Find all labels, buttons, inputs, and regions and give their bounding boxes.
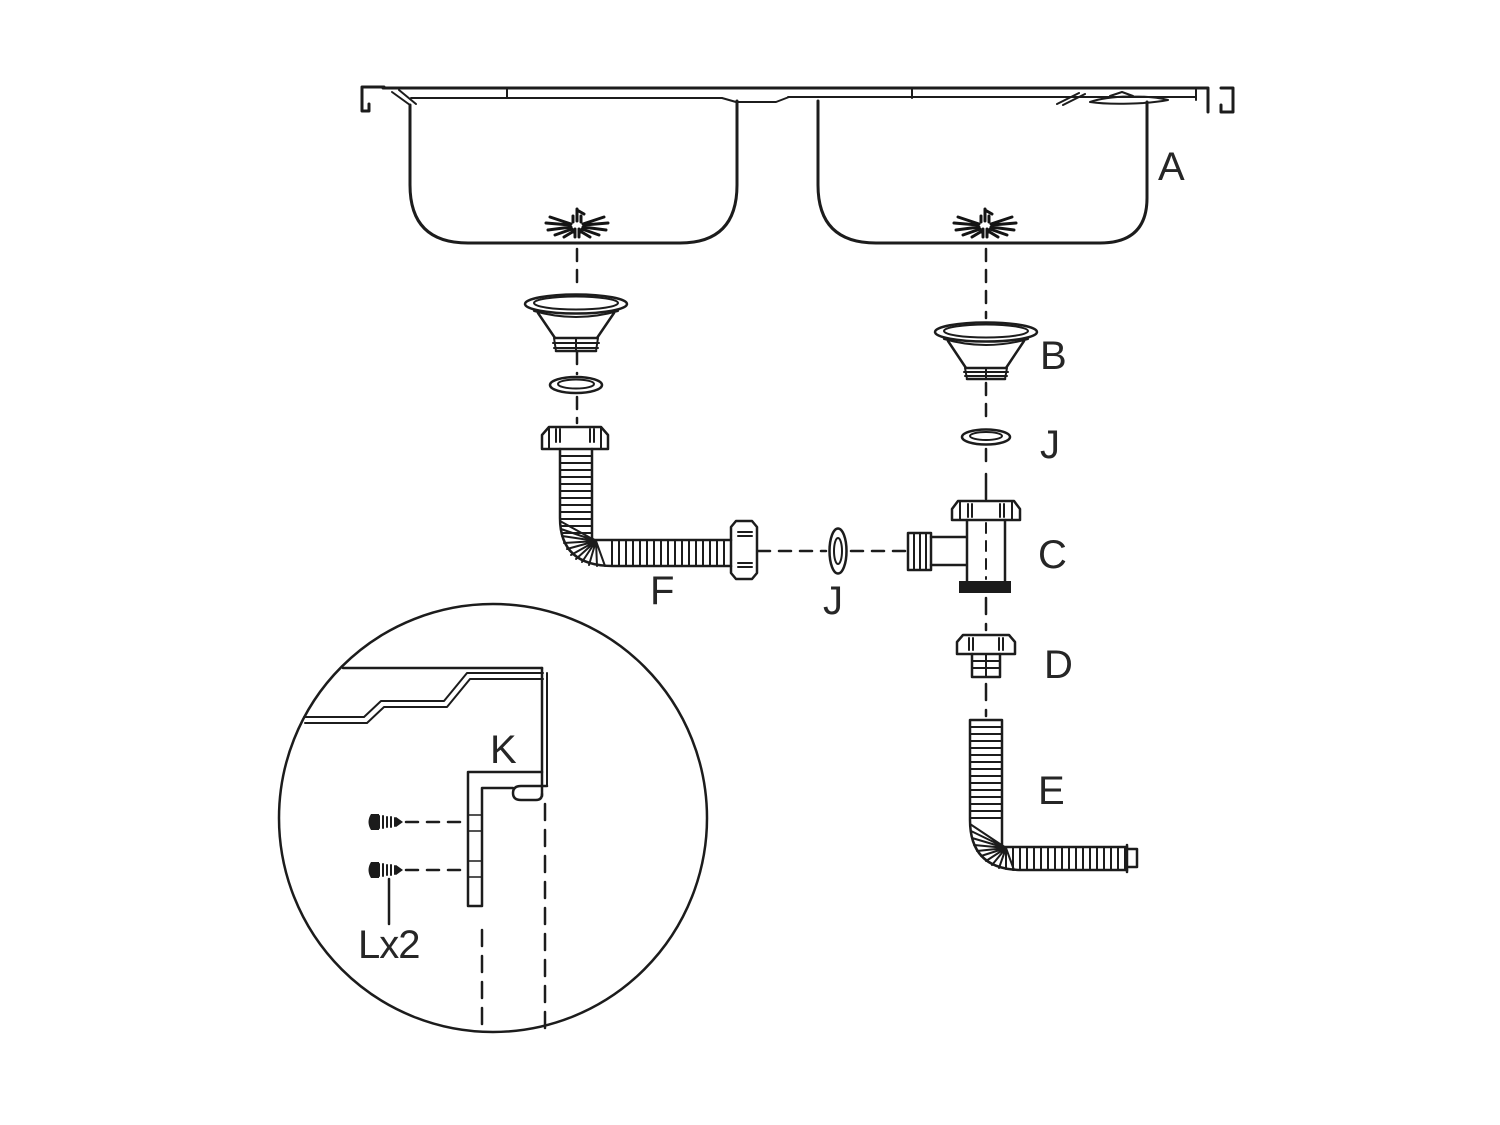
left-mount-hook: [360, 85, 386, 113]
mounting-bracket-k: [466, 770, 544, 908]
corrugation-horizontal: [611, 539, 725, 567]
drain-outlet-icon-left: [544, 207, 610, 239]
base-ridges: [963, 367, 1009, 380]
label-washer-mid: J: [823, 579, 843, 623]
washer-j-right: J: [960, 423, 1060, 467]
rim-top-edge: [381, 86, 1210, 114]
tee-rubber-washer: [959, 581, 1011, 593]
strainer-b: B: [933, 321, 1067, 381]
label-sink: A: [1158, 145, 1185, 189]
tee-thread-male: [906, 531, 933, 572]
cone: [536, 311, 616, 340]
screw-icon-bottom: [367, 861, 404, 879]
tee-fitting-c: C: [906, 499, 1067, 593]
sink-unit-a: A: [360, 85, 1235, 245]
right-bowl: [816, 99, 1149, 245]
label-tee: C: [1038, 533, 1067, 577]
counter-edge-band: [303, 672, 544, 724]
sink-rim-lip: [511, 784, 549, 802]
screw-guide-lines: [404, 820, 467, 872]
flange-underside: [533, 310, 619, 318]
drain-hose-e: E: [968, 718, 1139, 874]
rim-chamfer-left: [391, 89, 417, 106]
nut-slots: [968, 637, 1004, 651]
drain-outlet-icon-right: [952, 207, 1018, 239]
washer-inner: [833, 537, 843, 565]
corrugation-horizontal: [1012, 846, 1126, 871]
flange-outer: [933, 321, 1039, 343]
label-washer-right: J: [1040, 423, 1060, 467]
corrugation-vertical: [559, 455, 593, 534]
label-strainer: B: [1040, 334, 1067, 378]
detail-circle-bracket: K Lx2: [277, 602, 709, 1034]
tee-top-nut-slots: [959, 500, 1013, 521]
drainboard-detail: [1056, 91, 1169, 106]
elbow-fan: [969, 823, 1015, 871]
tee-top-nut: [950, 499, 1022, 522]
washer-inner: [969, 431, 1003, 441]
end-cap: [1125, 843, 1139, 874]
flange-inner: [943, 323, 1029, 339]
end-nut: [729, 519, 759, 581]
hidden-edge-lines: [480, 802, 547, 1030]
label-bracket: K: [490, 728, 517, 772]
rim-ticks: [506, 88, 1197, 101]
stem-threads: [971, 653, 1001, 678]
label-drain-hose: E: [1038, 769, 1065, 813]
flat-washer-left: [548, 375, 604, 395]
corrugation-vertical: [969, 726, 1003, 819]
screw-icon-top: [367, 813, 404, 831]
washer-j-middle: J: [823, 527, 848, 623]
flange-underside: [943, 338, 1029, 346]
detail-circle: [277, 602, 709, 1034]
label-sink-hose: F: [650, 569, 674, 613]
label-screws: Lx2: [358, 923, 420, 967]
coupling-nut-slots: [548, 426, 602, 450]
elbow-fan: [559, 520, 606, 567]
cone: [946, 339, 1026, 370]
tee-thread-lines: [913, 532, 927, 571]
locknut-d: D: [955, 633, 1073, 687]
nut: [955, 633, 1017, 656]
label-nut: D: [1044, 643, 1073, 687]
sink-hose-f: F: [540, 425, 759, 613]
strainer-funnel-left: [523, 293, 629, 353]
flange-inner: [533, 295, 619, 311]
end-nut-slots: [737, 531, 753, 568]
left-bowl: [408, 99, 739, 245]
rim-second-edge: [410, 96, 1197, 103]
flange-outer: [523, 293, 629, 315]
pipe-outline: [558, 447, 733, 568]
washer-outer: [828, 527, 848, 575]
center-lines: [575, 247, 988, 718]
washer-outer: [960, 428, 1012, 446]
base-ridges: [552, 337, 600, 352]
right-mount-hook: [1219, 86, 1235, 114]
washer-inner: [557, 378, 595, 390]
coupling-nut: [540, 425, 610, 451]
tee-body: [929, 518, 1007, 583]
bracket-ticks: [467, 814, 483, 878]
washer-outer: [548, 375, 604, 395]
